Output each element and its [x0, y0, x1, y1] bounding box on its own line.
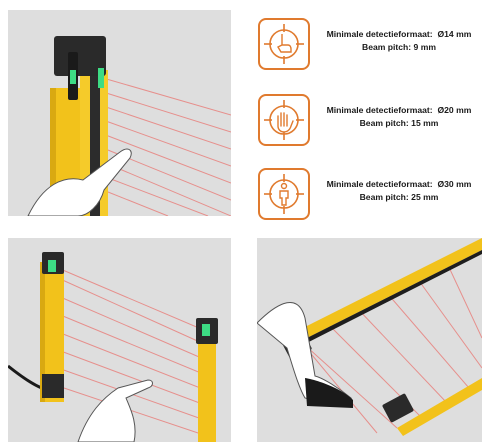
spec-label: Minimale detectieformaat:: [326, 105, 433, 115]
spec-size: Ø30 mm: [437, 179, 472, 189]
spec-size: Ø20 mm: [437, 105, 472, 115]
spec-pitch: Beam pitch: 25 mm: [359, 192, 439, 202]
product-photo-finger: [8, 10, 231, 216]
finger-target-icon: [258, 18, 310, 70]
spec-label: Minimale detectieformaat:: [326, 179, 433, 189]
spec-size: Ø14 mm: [437, 29, 472, 39]
spec-pitch: Beam pitch: 15 mm: [359, 118, 439, 128]
person-target-icon: [258, 168, 310, 220]
laser-beams: [102, 77, 231, 216]
hand-target-icon: [258, 94, 310, 146]
spec-row-20mm: Minimale detectieformaat: Ø20 mm Beam pi…: [258, 94, 486, 148]
spec-label: Minimale detectieformaat:: [326, 29, 433, 39]
laser-beams: [57, 267, 214, 439]
spec-row-30mm: Minimale detectieformaat: Ø30 mm Beam pi…: [258, 168, 486, 222]
laser-beams: [296, 262, 482, 434]
product-photo-hand: [8, 238, 231, 442]
product-photo-foot: [257, 238, 482, 442]
spec-row-14mm: Minimale detectieformaat: Ø14 mm Beam pi…: [258, 18, 486, 72]
spec-pitch: Beam pitch: 9 mm: [361, 42, 437, 52]
